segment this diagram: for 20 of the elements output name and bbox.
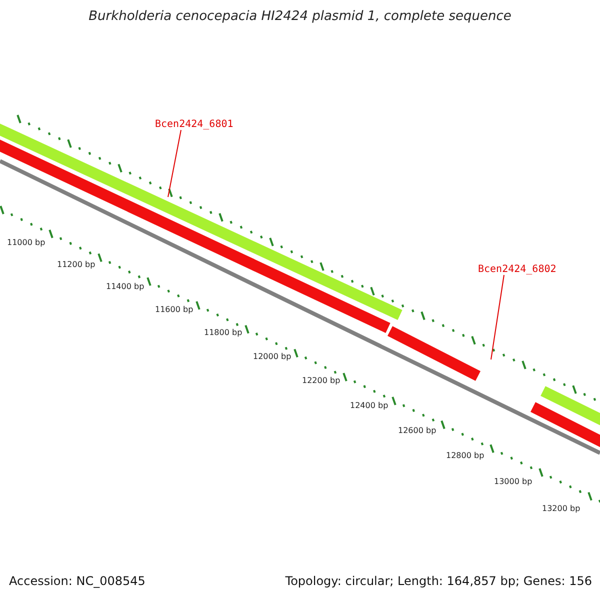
tick-label: 11000 bp xyxy=(7,238,46,247)
summary-text: Topology: circular; Length: 164,857 bp; Genes: 156 xyxy=(285,574,592,588)
tick-label: 12800 bp xyxy=(446,451,484,460)
accession-text: Accession: NC_008545 xyxy=(9,574,146,588)
tick-label: 12400 bp xyxy=(350,401,388,410)
tick-label: 11400 bp xyxy=(106,282,144,291)
tick-label: 11600 bp xyxy=(155,305,194,314)
tick-label: 11800 bp xyxy=(204,328,242,337)
leader-line xyxy=(168,130,182,198)
tick-label: 12000 bp xyxy=(253,352,292,361)
gene-label: Bcen2424_6801 xyxy=(155,119,234,130)
tick-label: 11200 bp xyxy=(57,260,96,269)
tick-label: 13000 bp xyxy=(494,477,532,486)
gene-bar xyxy=(388,326,480,381)
leader-line xyxy=(490,274,504,360)
tick-label: 12200 bp xyxy=(302,376,340,385)
tick-label: 13200 bp xyxy=(542,504,580,513)
title: Burkholderia cenocepacia HI2424 plasmid 1, complete sequence xyxy=(88,9,512,24)
gene-label: Bcen2424_6802 xyxy=(478,264,556,275)
tick-label: 12600 bp xyxy=(398,426,436,435)
